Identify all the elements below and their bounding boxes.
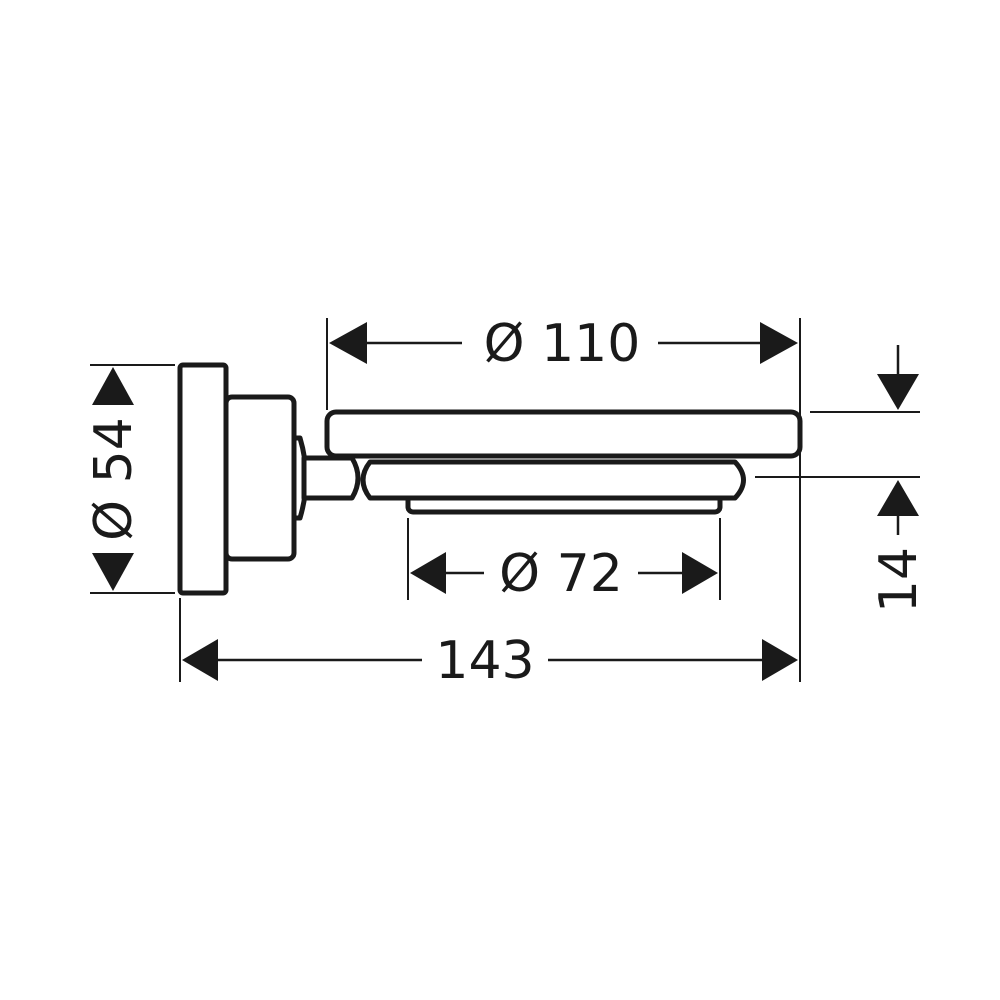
arrowhead — [762, 639, 798, 681]
arrowhead — [760, 322, 798, 364]
label-tray-diameter: Ø 110 — [484, 314, 641, 374]
wall-plate — [177, 362, 229, 596]
label-total-depth: 143 — [435, 631, 534, 691]
extension-lines — [90, 318, 920, 682]
dim-total-depth: 143 — [182, 631, 798, 691]
holder-ring — [360, 459, 746, 501]
arrowhead — [182, 639, 218, 681]
arrowhead — [410, 552, 446, 594]
support-arm — [301, 455, 361, 501]
mounting-rosette — [223, 394, 297, 562]
arrowhead — [92, 553, 134, 591]
label-dish-diameter: Ø 72 — [499, 544, 623, 604]
dim-wall-plate-diameter: Ø 54 — [84, 367, 144, 591]
dim-tray-diameter: Ø 110 — [329, 314, 798, 374]
arrowhead — [877, 374, 919, 410]
arrowhead — [92, 367, 134, 405]
arrowhead — [329, 322, 367, 364]
label-wall-plate-diameter: Ø 54 — [84, 417, 144, 541]
arrowhead — [877, 480, 919, 516]
tray-top — [324, 409, 803, 459]
dim-dish-diameter: Ø 72 — [410, 544, 718, 604]
dim-tray-height: 14 — [869, 345, 929, 613]
label-tray-height: 14 — [869, 547, 929, 613]
product-outline — [177, 362, 803, 596]
arrowhead — [682, 552, 718, 594]
